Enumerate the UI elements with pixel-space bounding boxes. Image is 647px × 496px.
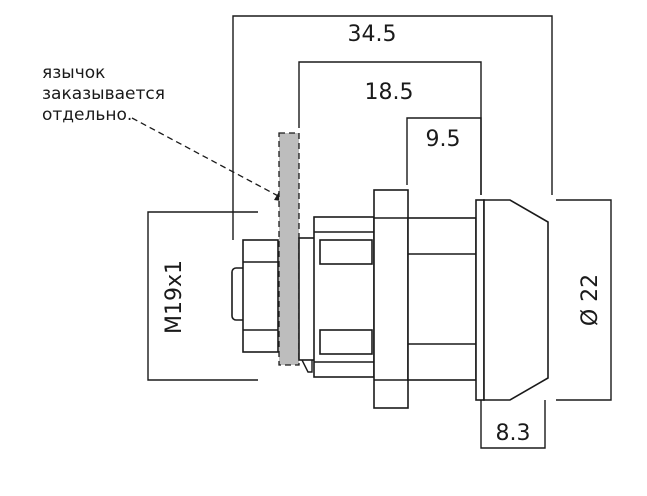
note-line-1: язычок	[42, 63, 105, 83]
thread-groove-bottom	[319, 329, 373, 355]
note-line-3: отдельно.	[42, 105, 132, 125]
dim-body-label: 9.5	[426, 127, 461, 152]
dim-overall-label: 34.5	[348, 22, 397, 47]
dim-diameter-label: Ø 22	[578, 274, 603, 326]
tongue-plate	[278, 132, 300, 366]
dim-diameter-line	[556, 199, 612, 401]
front-nut	[373, 189, 409, 409]
dim-thread-label: M19x1	[162, 260, 187, 334]
dim-head-line	[480, 400, 546, 449]
dim-overall-line	[232, 15, 553, 240]
lock-body	[231, 132, 549, 409]
dim-thread-line	[147, 211, 258, 381]
lock-head	[483, 199, 549, 401]
note-line-2: заказывается	[42, 84, 165, 104]
dim-head-label: 8.3	[496, 421, 531, 446]
thread-groove-top	[319, 239, 373, 265]
dim-body-line	[406, 117, 482, 195]
rear-nut	[242, 239, 279, 353]
dimension-lines	[147, 15, 612, 449]
dim-tongue-label: 18.5	[365, 80, 414, 105]
sleeve	[407, 217, 477, 381]
note-leader-arrow	[131, 117, 288, 202]
head-flange	[475, 199, 485, 401]
